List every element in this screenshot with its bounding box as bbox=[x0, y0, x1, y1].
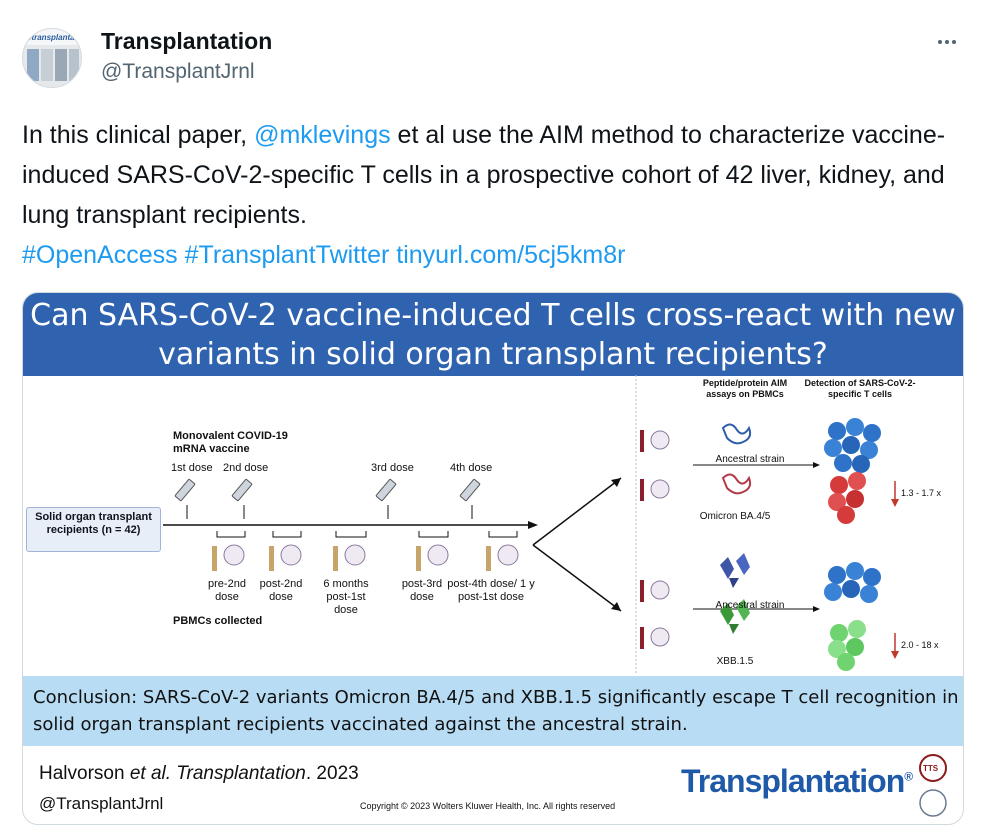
detection-column-header: Detection of SARS-CoV-2-specific T cells bbox=[804, 378, 916, 399]
assay-column-header: Peptide/protein AIM assays on PBMCs bbox=[702, 378, 788, 399]
tts-mark: TTS bbox=[923, 764, 939, 773]
dose-label: 1st dose bbox=[171, 462, 213, 474]
fold-change-label: 1.3 - 1.7 x bbox=[901, 488, 942, 498]
avatar-text: #transplantation bbox=[27, 33, 81, 42]
strain-label: Ancestral strain bbox=[715, 454, 785, 465]
strain-label: Omicron BA.4/5 bbox=[699, 511, 771, 522]
timeline-arrow bbox=[528, 521, 538, 529]
logo-text: Transplantation bbox=[681, 763, 905, 799]
tweet-header: #transplantation Transplantation @Transp… bbox=[22, 26, 962, 90]
journal-logo: Transplantation® bbox=[681, 763, 913, 800]
tts-seal-icon bbox=[919, 754, 947, 782]
avatar-cover bbox=[55, 49, 67, 81]
fold-change-label: 2.0 - 18 x bbox=[901, 640, 939, 650]
abstract-diagram bbox=[163, 375, 947, 817]
tweet-text-part1: In this clinical paper, bbox=[22, 121, 255, 149]
pbmc-label: PBMCs collected bbox=[173, 615, 263, 627]
timepoint-brackets bbox=[216, 531, 518, 538]
author-info: Transplantation @TransplantJrnl bbox=[101, 26, 272, 86]
registered-mark: ® bbox=[904, 769, 913, 784]
assay-arrows bbox=[693, 464, 813, 610]
abstract-handle: @TransplantJrnl bbox=[39, 794, 164, 813]
graphical-abstract-image[interactable]: Can SARS-CoV-2 vaccine-induced T cells c… bbox=[22, 292, 964, 825]
conclusion-text: Conclusion: SARS-CoV-2 variants Omicron … bbox=[23, 676, 963, 746]
sample-tube-icon bbox=[212, 544, 519, 571]
timepoint-label: 6 months post-1st dose bbox=[323, 578, 369, 616]
sample-tube-icon bbox=[640, 430, 670, 649]
avatar[interactable]: #transplantation bbox=[22, 28, 82, 88]
timepoint-label: pre-2nd dose bbox=[208, 578, 246, 603]
peptide-icon bbox=[721, 423, 752, 495]
avatar-banner bbox=[23, 29, 81, 45]
dose-arrows bbox=[186, 505, 473, 519]
mention-link[interactable]: @mklevings bbox=[254, 121, 391, 149]
branch-arrow-up bbox=[532, 477, 622, 546]
copyright-text: Copyright © 2023 Wolters Kluwer Health, … bbox=[360, 801, 616, 811]
display-name[interactable]: Transplantation bbox=[101, 28, 273, 54]
citation-journal: . Transplantation bbox=[165, 763, 306, 784]
society-seal-icon bbox=[919, 789, 947, 817]
timepoint-label: post-2nd dose bbox=[259, 578, 303, 603]
tweet-text: In this clinical paper, @mklevings et al… bbox=[22, 115, 962, 275]
vaccine-label-text: Monovalent COVID-19 mRNA vaccine bbox=[173, 430, 288, 455]
user-handle[interactable]: @TransplantJrnl bbox=[101, 60, 255, 83]
dose-label: 4th dose bbox=[450, 462, 493, 474]
tweet-text-part2: et al use the AIM method to characterize… bbox=[22, 121, 946, 229]
citation-etal: et al bbox=[129, 763, 166, 784]
hashtag-openaccess[interactable]: #OpenAccess bbox=[22, 241, 178, 269]
citation-author: Halvorson bbox=[39, 763, 130, 784]
spike-protein-icon bbox=[720, 553, 750, 634]
timepoint-label: post-4th dose/ 1 y post-1st dose bbox=[447, 578, 535, 603]
reduction-arrow-icon bbox=[891, 481, 899, 659]
branch-arrow-down bbox=[532, 544, 622, 612]
dose-label: 2nd dose bbox=[223, 462, 269, 474]
cohort-box: Solid organ transplant recipients (n = 4… bbox=[26, 507, 161, 552]
citation: Halvorson et al. Transplantation. 2023 bbox=[39, 763, 359, 785]
citation-year: . 2023 bbox=[305, 763, 359, 784]
hashtag-transplanttwitter[interactable]: #TransplantTwitter bbox=[184, 241, 390, 269]
avatar-cover bbox=[41, 49, 53, 81]
ellipsis-icon[interactable] bbox=[932, 30, 962, 54]
dose-label: 3rd dose bbox=[371, 462, 414, 474]
t-cell-cluster-omicron bbox=[828, 472, 866, 524]
strain-label: Ancestral strain bbox=[715, 600, 785, 611]
timepoint-label: post-3rd dose bbox=[401, 578, 443, 603]
tinyurl-link[interactable]: tinyurl.com/5cj5km8r bbox=[396, 241, 626, 269]
strain-label: XBB.1.5 bbox=[716, 656, 754, 667]
avatar-cover bbox=[27, 49, 39, 81]
avatar-cover bbox=[69, 49, 79, 81]
vaccine-label: Monovalent COVID-19 mRNA vaccine bbox=[173, 430, 293, 456]
t-cell-cluster-ancestral bbox=[824, 418, 881, 473]
syringe-icon bbox=[174, 478, 481, 502]
t-cell-cluster-xbb bbox=[828, 620, 866, 671]
t-cell-cluster-ancestral-2 bbox=[824, 562, 881, 603]
abstract-title: Can SARS-CoV-2 vaccine-induced T cells c… bbox=[23, 293, 963, 376]
